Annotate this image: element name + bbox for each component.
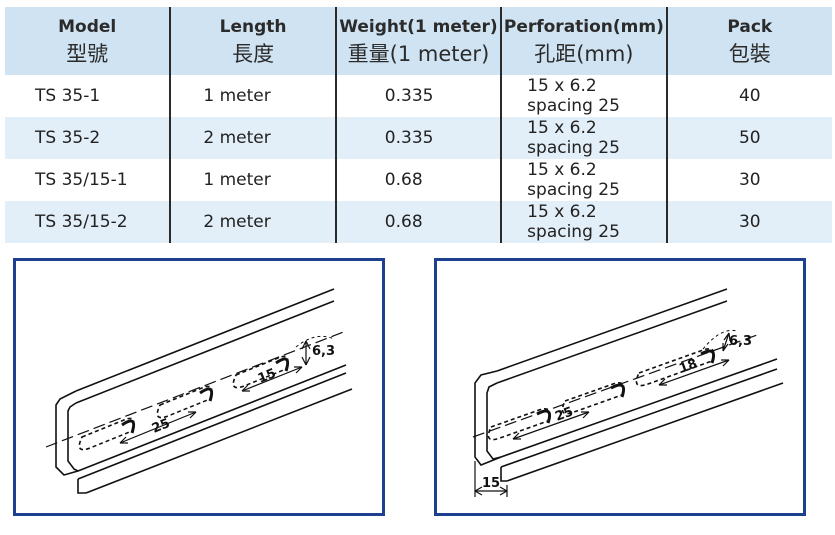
cell-length: 2 meter (169, 117, 336, 159)
slot-length-dimension-label: 18 (677, 356, 699, 376)
cell-perforation: 15 x 6.2 spacing 25 (500, 117, 667, 159)
spacing-dimension-label: 25 (150, 416, 172, 437)
table-row: TS 35-2 2 meter 0.335 15 x 6.2 spacing 2… (5, 117, 832, 159)
rail-drawing: 25 15 6,3 (45, 288, 353, 494)
cell-pack: 30 (665, 201, 832, 243)
cell-perforation: 15 x 6.2 spacing 25 (500, 201, 667, 243)
cell-model: TS 35-1 (35, 86, 101, 106)
cell-length: 1 meter (169, 159, 336, 201)
table-row: TS 35/15-2 2 meter 0.68 15 x 6.2 spacing… (5, 201, 832, 243)
rail-diagram-ts35-15: 25 18 6,3 15 (434, 258, 806, 516)
slot-width-dimension-label: 6,3 (729, 334, 752, 349)
depth-dimension-label: 15 (482, 476, 500, 491)
cell-pack: 40 (665, 75, 832, 117)
cell-perforation: 15 x 6.2 spacing 25 (500, 159, 667, 201)
cell-weight: 0.335 (334, 75, 502, 117)
slot-width-dimension-label: 6,3 (312, 344, 335, 359)
cell-weight: 0.335 (334, 117, 502, 159)
cell-model: TS 35/15-1 (35, 170, 128, 190)
table-row: TS 35/15-1 1 meter 0.68 15 x 6.2 spacing… (5, 159, 832, 201)
cell-perforation: 15 x 6.2 spacing 25 (500, 75, 667, 117)
table-row: TS 35-1 1 meter 0.335 15 x 6.2 spacing 2… (5, 75, 832, 117)
slot-length-dimension-label: 15 (256, 366, 278, 387)
spacing-dimension-label: 25 (553, 404, 575, 424)
rail-diagram-ts35: 25 15 6,3 (13, 258, 385, 516)
header-perforation: Perforation(mm)孔距(mm) (500, 7, 667, 75)
cell-length: 2 meter (169, 201, 336, 243)
cell-weight: 0.68 (334, 201, 502, 243)
rail-drawing: 25 18 6,3 15 (472, 288, 784, 497)
cell-model: TS 35-2 (5, 117, 171, 159)
cell-length: 1 meter (169, 75, 336, 117)
cell-model: TS 35/15-2 (5, 201, 171, 243)
header-weight: Weight(1 meter)重量(1 meter) (334, 7, 502, 75)
cell-pack: 30 (665, 159, 832, 201)
cell-weight: 0.68 (334, 159, 502, 201)
cell-pack: 50 (665, 117, 832, 159)
